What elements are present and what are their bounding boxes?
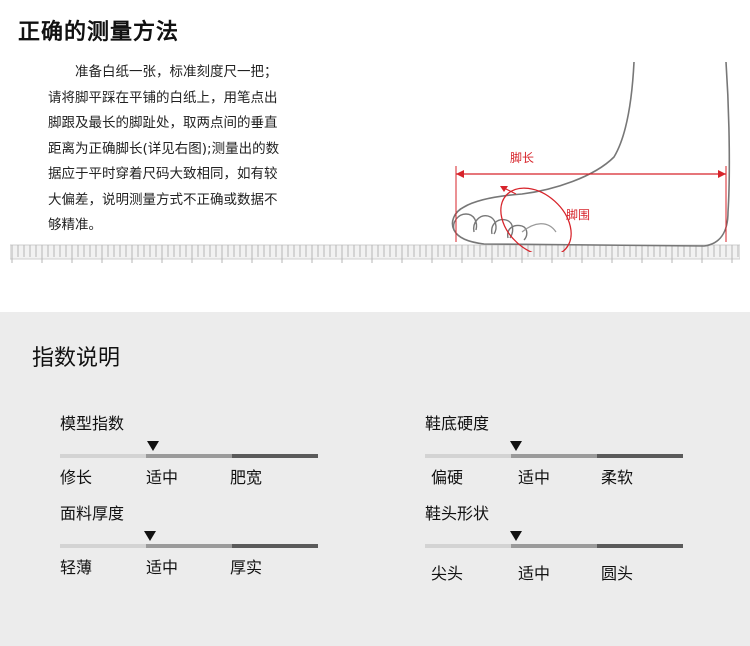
scale-segment [511, 544, 597, 548]
scale-option: 修长 [60, 468, 93, 487]
scale-option: 柔软 [601, 468, 634, 487]
scale-bar [60, 544, 318, 548]
scale-option: 圆头 [601, 564, 634, 583]
scale-option: 轻薄 [60, 558, 93, 577]
index-group-label: 模型指数 [60, 414, 125, 433]
scale-segment [511, 454, 597, 458]
selected-marker-icon [144, 531, 156, 541]
scale-segment [146, 454, 232, 458]
scale-segment [425, 544, 511, 548]
index-title: 指数说明 [32, 346, 121, 371]
index-section: 指数说明 模型指数 修长 适中 肥宽 鞋底硬度 偏硬 适中 柔软 面料厚度 [0, 312, 750, 646]
toe-shape [521, 223, 557, 233]
scale-segment [597, 454, 683, 458]
desc-line: 据应于平时穿着尺码大致相同，如有较 [48, 166, 278, 182]
index-group-model: 模型指数 修长 适中 肥宽 [60, 410, 320, 490]
arrow-left [456, 170, 464, 178]
scale-option-selected: 适中 [518, 468, 551, 487]
arrow-right [718, 170, 726, 178]
girth-label: 脚围 [566, 207, 590, 222]
measure-section: 正确的测量方法 准备白纸一张，标准刻度尺一把； 请将脚平踩在平铺的白纸上，用笔点… [0, 0, 750, 312]
toe-shape [507, 224, 528, 241]
index-group-fabric: 面料厚度 轻薄 适中 厚实 [60, 500, 320, 580]
scale-segment [60, 454, 146, 458]
scale-segment [425, 454, 511, 458]
scale-option-selected: 适中 [518, 564, 551, 583]
girth-ellipse [500, 187, 572, 252]
scale-option: 厚实 [230, 558, 263, 577]
scale-option-selected: 适中 [146, 468, 179, 487]
desc-line: 大偏差，说明测量方式不正确或数据不 [48, 191, 278, 208]
toe-shape [473, 215, 497, 235]
scale-bar [425, 454, 683, 458]
scale-segment [232, 454, 318, 458]
desc-line: 脚跟及最长的脚趾处，取两点间的垂直 [48, 115, 278, 131]
scale-segment [146, 544, 232, 548]
page-title: 正确的测量方法 [18, 20, 180, 45]
selected-marker-icon [510, 531, 522, 541]
desc-line: 请将脚平踩在平铺的白纸上，用笔点出 [48, 89, 278, 106]
ruler-graphic [10, 244, 740, 263]
measure-description: 准备白纸一张，标准刻度尺一把； 请将脚平踩在平铺的白纸上，用笔点出 脚跟及最长的… [48, 60, 340, 239]
scale-segment [597, 544, 683, 548]
scale-bar [60, 454, 318, 458]
length-label: 脚长 [510, 150, 534, 165]
girth-pointer-head [500, 186, 508, 192]
index-group-label: 鞋底硬度 [425, 414, 490, 433]
scale-bar [425, 544, 683, 548]
scale-option: 尖头 [431, 564, 464, 583]
scale-segment [60, 544, 146, 548]
selected-marker-icon [147, 441, 159, 451]
toe-shape [491, 218, 514, 239]
desc-line: 够精准。 [48, 217, 102, 233]
index-group-label: 面料厚度 [60, 504, 125, 523]
foot-diagram: 脚长 如图 脚围 [451, 62, 731, 252]
foot-outline [451, 62, 731, 247]
selected-marker-icon [510, 441, 522, 451]
index-group-toe: 鞋头形状 尖头 适中 圆头 [425, 500, 685, 583]
index-group-label: 鞋头形状 [425, 504, 490, 523]
scale-segment [232, 544, 318, 548]
toe-shape [452, 213, 478, 231]
index-group-sole: 鞋底硬度 偏硬 适中 柔软 [425, 410, 685, 490]
scale-option: 偏硬 [431, 468, 464, 487]
scale-option-selected: 适中 [146, 558, 179, 577]
scale-option: 肥宽 [230, 468, 263, 487]
desc-line: 距离为正确脚长(详见右图);测量出的数 [48, 140, 280, 157]
desc-line: 准备白纸一张，标准刻度尺一把； [75, 64, 278, 80]
